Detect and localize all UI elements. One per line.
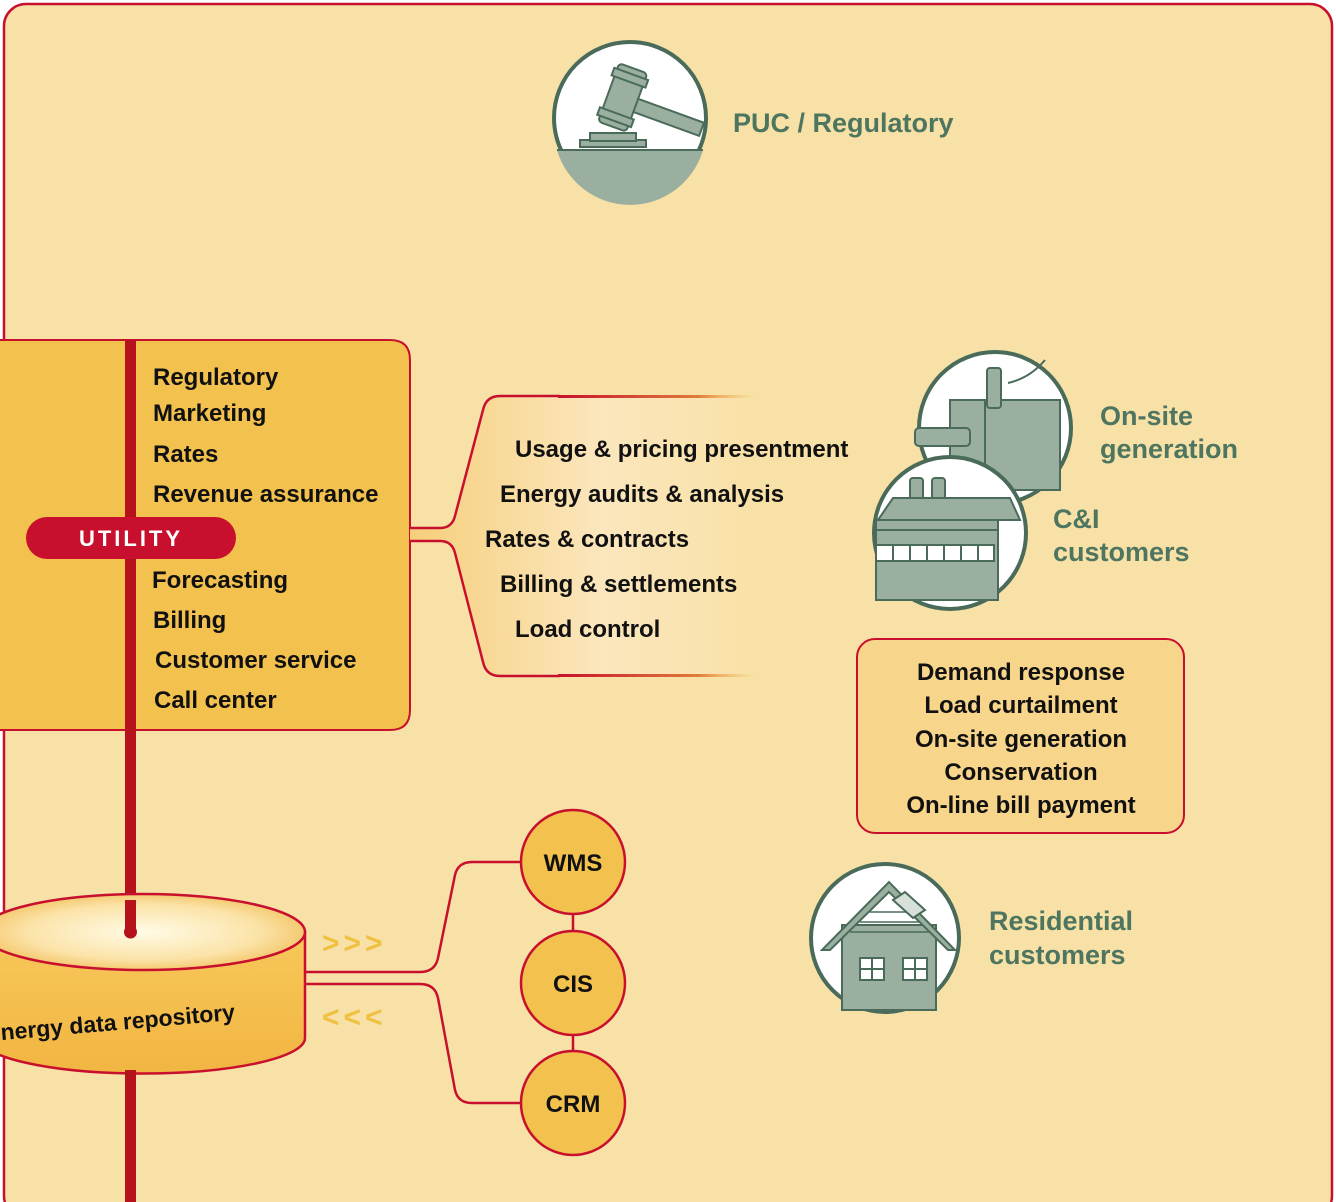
arrow-in-icon: <<< [322, 1001, 387, 1034]
utility-function: Revenue assurance [153, 481, 378, 508]
program-item: Demand response [917, 659, 1125, 686]
service-item: Usage & pricing presentment [515, 436, 848, 463]
service-item: Billing & settlements [500, 571, 737, 598]
program-item: On-line bill payment [906, 792, 1135, 819]
residential-node: Residential customers [809, 862, 1133, 1014]
ci-label-line1: C&I [1053, 504, 1100, 534]
regulator-label: PUC / Regulatory [733, 108, 954, 138]
utility-badge-label: UTILITY [79, 526, 183, 551]
bus-end-dot [124, 925, 137, 939]
repository-bus-line [125, 1070, 136, 1202]
system-crm: CRM [519, 1049, 627, 1157]
residential-label-line2: customers [989, 940, 1126, 970]
ci-customers-node: C&I customers [872, 455, 1190, 611]
house-icon [809, 862, 961, 1014]
program-item: On-site generation [915, 726, 1127, 753]
gavel-icon [552, 40, 708, 205]
services-panel [410, 394, 760, 678]
program-item: Conservation [944, 759, 1097, 786]
service-item: Rates & contracts [485, 526, 689, 553]
utility-function: Regulatory [153, 364, 279, 391]
service-item: Load control [515, 616, 660, 643]
system-wms: WMS [519, 808, 627, 916]
onsite-label-line2: generation [1100, 434, 1238, 464]
system-label: CIS [553, 971, 593, 998]
ci-label-line2: customers [1053, 537, 1190, 567]
service-item: Energy audits & analysis [500, 481, 784, 508]
repository-cylinder [0, 892, 307, 1075]
bus-into-repository [125, 900, 136, 932]
utility-bus-line [125, 340, 136, 934]
utility-function: Marketing [153, 400, 266, 427]
utility-function: Customer service [155, 647, 356, 674]
program-item: Load curtailment [924, 692, 1117, 719]
programs-box: Demand response Load curtailment On-site… [856, 638, 1185, 834]
system-label: CRM [546, 1091, 601, 1118]
residential-label-line1: Residential [989, 906, 1133, 936]
system-label: WMS [544, 850, 603, 877]
utility-function: Rates [153, 441, 218, 468]
factory-icon [872, 455, 1028, 611]
utility-function: Call center [154, 687, 277, 714]
system-cis: CIS [519, 929, 627, 1037]
utility-function: Forecasting [152, 567, 288, 594]
arrow-out-icon: >>> [322, 927, 387, 960]
regulator-node: PUC / Regulatory [552, 40, 954, 205]
utility-function: Billing [153, 607, 226, 634]
onsite-label-line1: On-site [1100, 401, 1193, 431]
utility-badge: UTILITY [26, 517, 236, 559]
